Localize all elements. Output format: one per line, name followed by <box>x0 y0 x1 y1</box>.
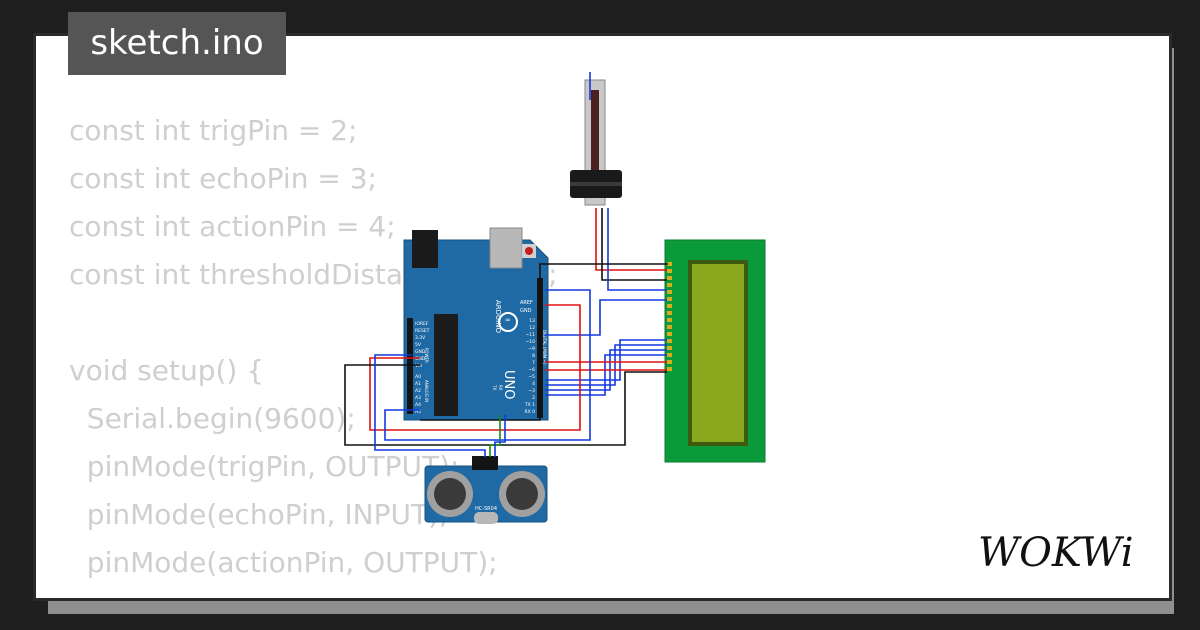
lcd-pin <box>667 269 672 273</box>
pin-label: ~3 <box>528 388 535 394</box>
pin-label: A4 <box>415 402 421 408</box>
pin-label: ~5 <box>528 374 535 380</box>
lcd-display[interactable] <box>664 239 766 463</box>
file-tab[interactable]: sketch.ino <box>68 12 286 75</box>
code-line: Serial.begin(9600); <box>69 402 356 435</box>
pin-label: A0 <box>415 374 421 380</box>
code-line: pinMode(actionPin, OUTPUT); <box>69 546 498 579</box>
analog-label: ANALOG IN <box>424 380 429 402</box>
lcd-pin <box>667 332 672 336</box>
lcd-pin <box>667 353 672 357</box>
code-line: const int actionPin = 4; <box>69 210 396 243</box>
power-header <box>407 318 413 414</box>
pin-label: ~6 <box>528 367 535 373</box>
lcd-pin-header <box>667 262 672 371</box>
pin-label: 4 <box>532 381 535 387</box>
rx-led-label: RX <box>498 385 503 391</box>
lcd-pin <box>667 262 672 266</box>
power-label: POWER <box>424 348 429 363</box>
pin-label: A5 <box>415 409 421 415</box>
wires <box>344 72 668 457</box>
lcd-pin <box>667 367 672 371</box>
gnd-label: GND <box>520 308 532 314</box>
sensor-pin-header <box>472 456 498 470</box>
pin-label: RESET <box>415 328 430 334</box>
pin-label: 7 <box>532 360 535 366</box>
board-model: UNO <box>501 370 516 399</box>
pin-label: ~9 <box>528 346 535 352</box>
lcd-pin <box>667 346 672 350</box>
pin-label: 13 <box>529 318 535 324</box>
code-line: void setup() { <box>69 354 265 387</box>
pin-label: ~10 <box>526 339 536 345</box>
pin-label: 12 <box>529 325 535 331</box>
pin-label: IOREF <box>415 321 429 327</box>
tx-led-label: TX <box>492 384 497 390</box>
aref-label: AREF <box>520 300 533 306</box>
code-line: } <box>69 587 558 598</box>
pin-label: 2 <box>532 395 535 401</box>
slide-potentiometer[interactable] <box>570 79 622 206</box>
pin-label: A2 <box>415 388 421 394</box>
code-line: const int echoPin = 3; <box>69 162 377 195</box>
power-jack <box>412 230 438 268</box>
lcd-pin <box>667 304 672 308</box>
pin-label: GND <box>415 356 426 362</box>
pin-label: ~11 <box>526 332 536 338</box>
arduino-uno-board[interactable]: ARDUINO UNO AREF GND ∞ TX RX DIGITAL (PW… <box>403 227 549 421</box>
lcd-pin <box>667 283 672 287</box>
digital-label: DIGITAL (PWM ~) <box>542 330 547 365</box>
pin-label: Vin <box>415 363 422 369</box>
lcd-pin <box>667 325 672 329</box>
lcd-screen <box>692 264 744 442</box>
lcd-pin <box>667 276 672 280</box>
microcontroller-chip <box>434 314 458 416</box>
ultrasonic-sensor[interactable]: HC-SR04 <box>424 456 548 524</box>
pin-label: RX 0 <box>524 409 535 415</box>
pin-label: 8 <box>532 353 535 359</box>
board-brand: ARDUINO <box>494 300 502 333</box>
sensor-model-label: HC-SR04 <box>475 506 497 512</box>
lcd-pin <box>667 339 672 343</box>
pin-label: 5V <box>415 342 422 348</box>
arduino-logo-icon <box>498 312 518 332</box>
pin-label: 3.3V <box>415 335 426 341</box>
pin-label: A3 <box>415 395 421 401</box>
pin-label: GND <box>415 349 426 355</box>
lcd-pin <box>667 290 672 294</box>
lcd-pin <box>667 360 672 364</box>
pin-label: A1 <box>415 381 421 387</box>
wokwi-logo[interactable]: WOKWi <box>976 524 1152 576</box>
code-line: const int trigPin = 2; <box>69 114 358 147</box>
usb-port <box>489 227 523 269</box>
lcd-pin <box>667 311 672 315</box>
lcd-pin <box>667 318 672 322</box>
pin-label: TX 1 <box>524 402 535 408</box>
logo-infinity-icon: ∞ <box>505 316 511 324</box>
lcd-pin <box>667 297 672 301</box>
wokwi-logo-text: WOKWi <box>978 530 1134 576</box>
